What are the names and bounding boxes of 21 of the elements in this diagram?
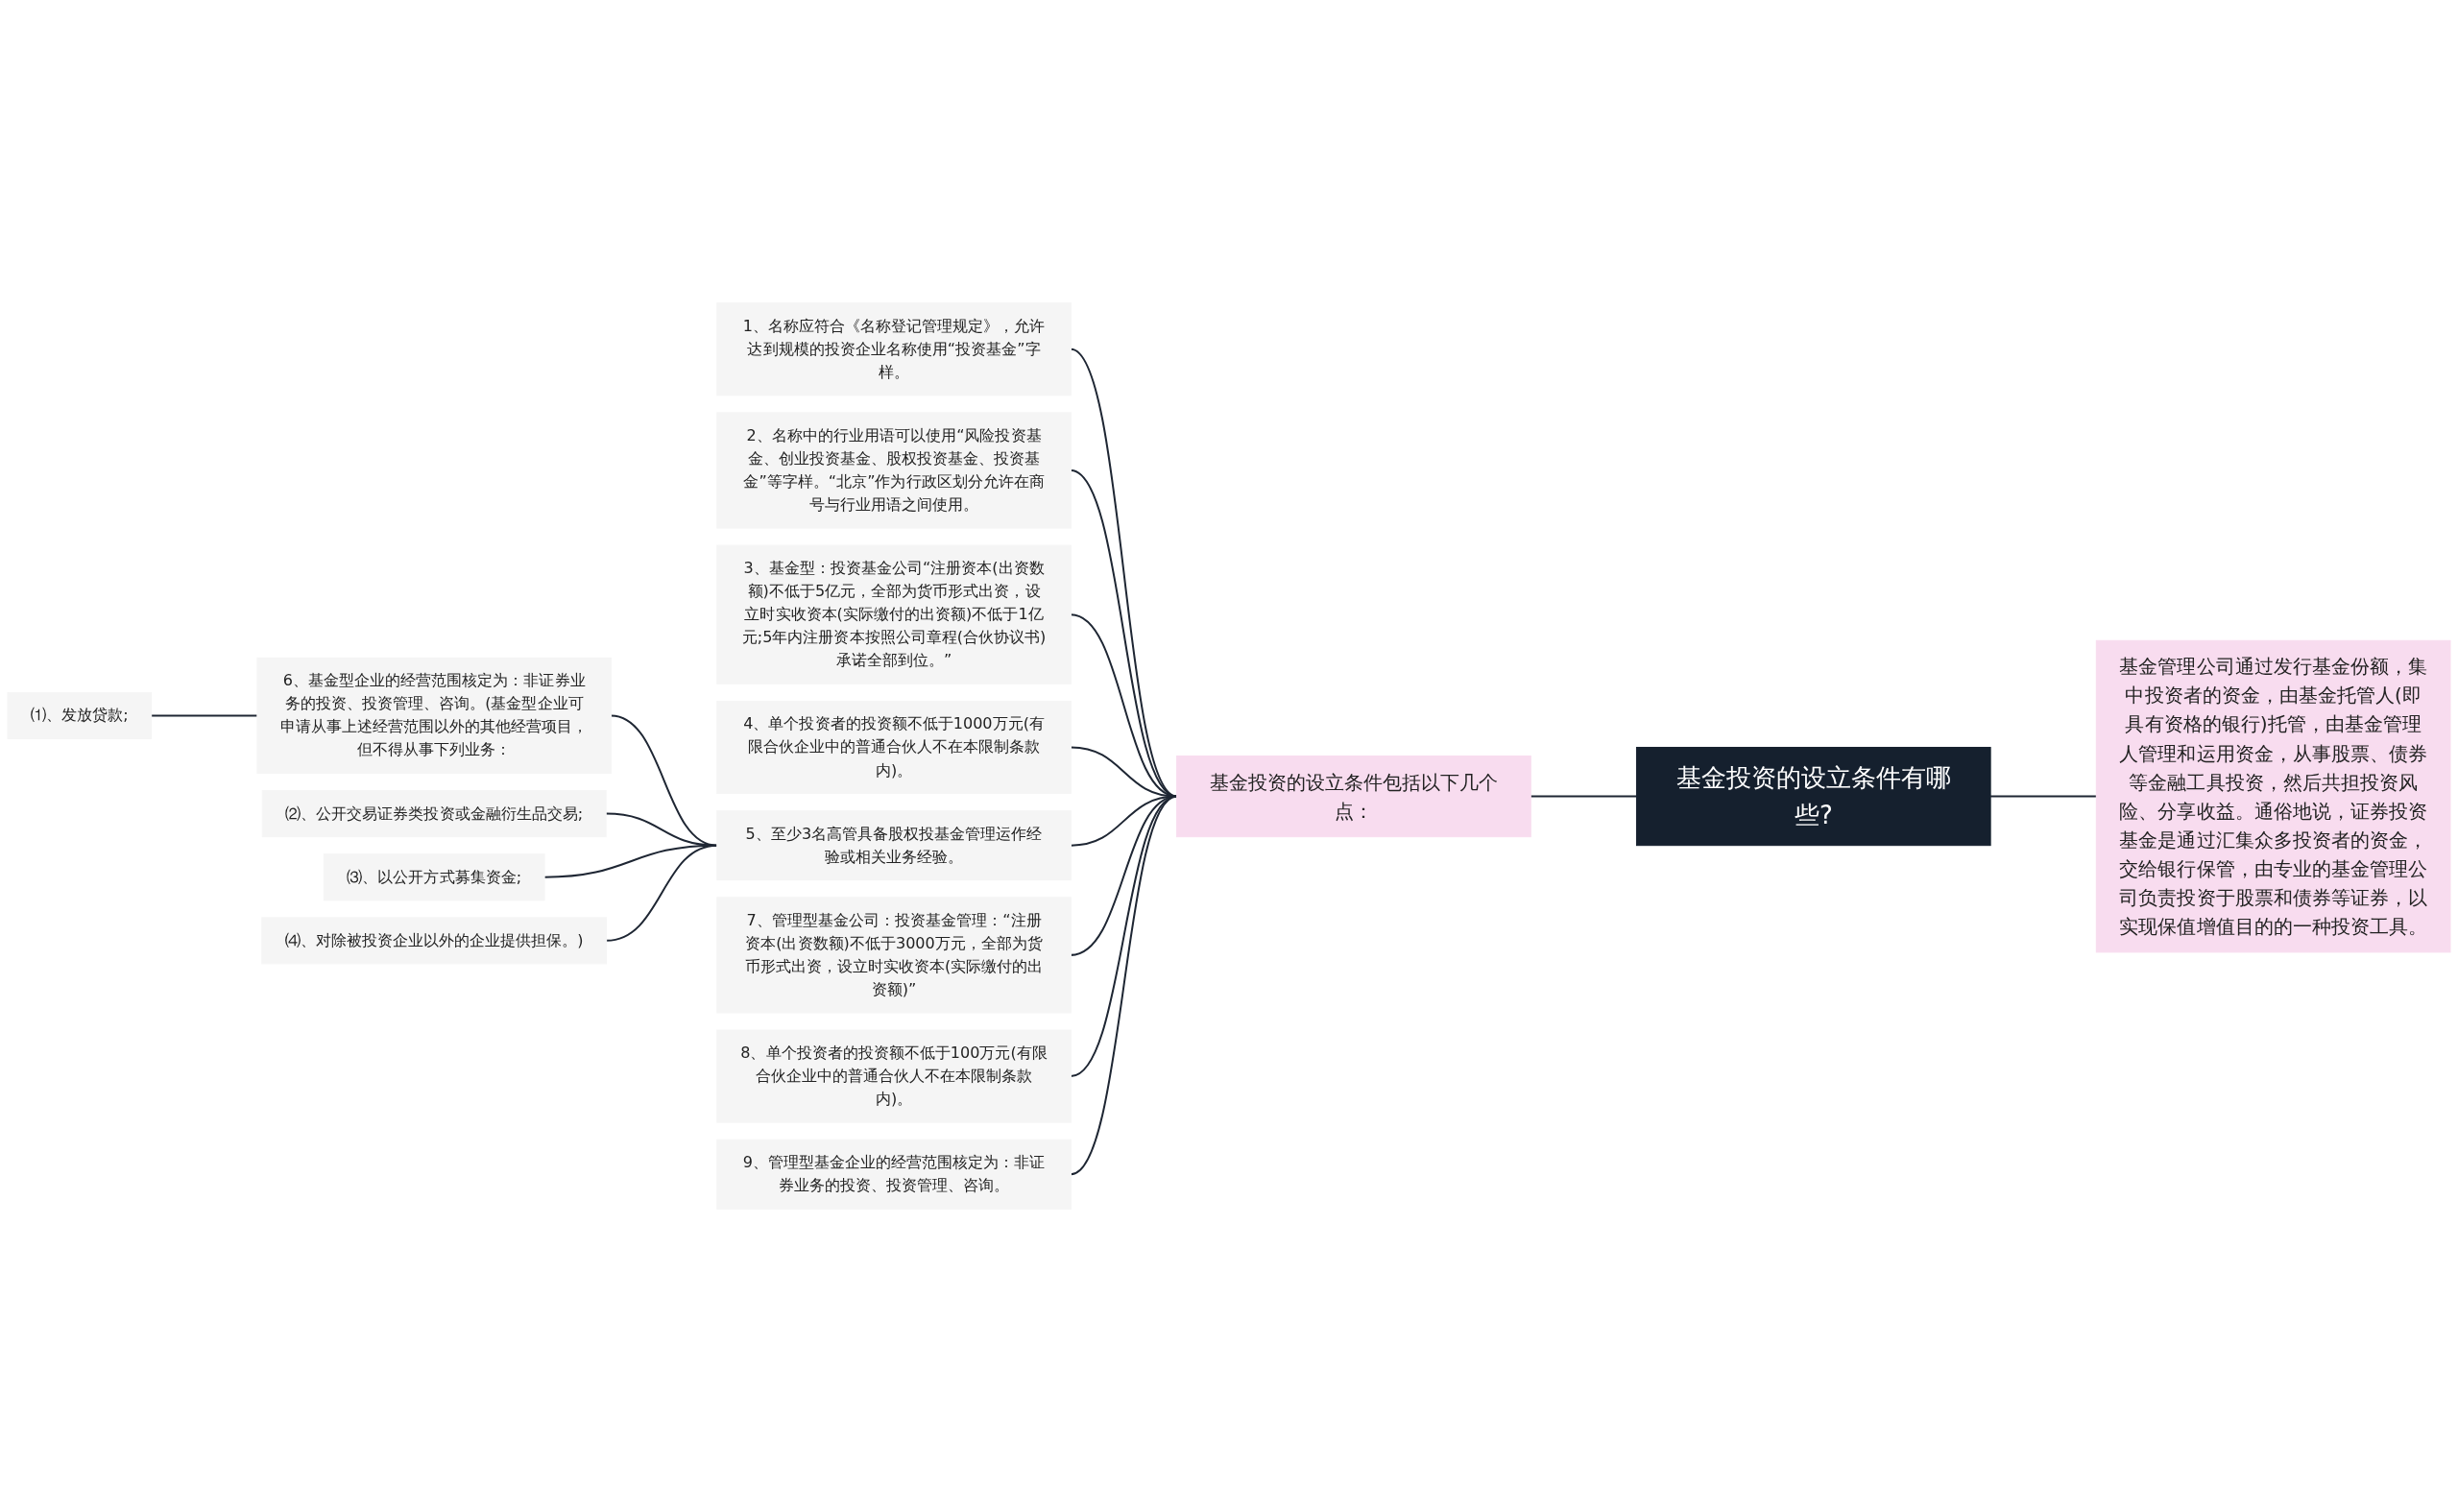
node-box: 基金管理公司通过发行基金份额，集中投资者的资金，由基金托管人(即具有资格的银行)托管，由基金管理人管理和运用资金，从事股票、债券等金融工具投资，然后共担投资风险、分享收益。通俗地说，证券投资基金是通过汇集众多投资者的资金，交给银行保管，由专业的基金管理公司负责投资于股票和债券等证券，以实现保值增值目的的一种投资工具。 bbox=[2095, 639, 2451, 953]
connector bbox=[1530, 795, 1638, 798]
node-box: 基金投资的设立条件包括以下几个点： bbox=[1176, 756, 1531, 838]
node-box: ⑴、发放贷款; bbox=[7, 691, 153, 739]
node-box: ⑵、公开交易证券类投资或金融衍生品交易; bbox=[261, 790, 607, 838]
node-box: 2、名称中的行业用语可以使用“风险投资基金、创业投资基金、股权投资基金、投资基金”等字样。“北京”作为行政区划分允许在商号与行业用语之间使用。 bbox=[716, 412, 1072, 529]
node-box: 6、基金型企业的经营范围核定为：非证券业务的投资、投资管理、咨询。(基金型企业可申请从事上述经营范围以外的其他经营项目，但不得从事下列业务： bbox=[256, 657, 613, 775]
node-box: 4、单个投资者的投资额不低于1000万元(有限合伙企业中的普通合伙人不在本限制条款内)。 bbox=[716, 700, 1072, 795]
node-box: 3、基金型：投资基金公司“注册资本(出资数额)不低于5亿元，全部为货币形式出资，设立时实收资本(实际缴付的出资额)不低于1亿元;5年内注册资本按照公司章程(合伙协议书)承诺全部到位。” bbox=[716, 544, 1072, 684]
connector bbox=[150, 714, 258, 717]
node-box: ⑶、以公开方式募集资金; bbox=[323, 853, 545, 901]
node-box: 9、管理型基金企业的经营范围核定为：非证券业务的投资、投资管理、咨询。 bbox=[716, 1139, 1072, 1210]
node-box: 基金投资的设立条件有哪些? bbox=[1635, 747, 1991, 847]
connector bbox=[605, 844, 718, 942]
node-box: 1、名称应符合《名称登记管理规定》，允许达到规模的投资企业名称使用“投资基金”字样。 bbox=[716, 302, 1072, 396]
connector bbox=[610, 714, 718, 847]
node-box: 7、管理型基金公司：投资基金管理：“注册资本(出资数额)不低于3000万元，全部为货币形式出资，设立时实收资本(实际缴付的出资额)” bbox=[716, 897, 1072, 1014]
node-box: 8、单个投资者的投资额不低于100万元(有限合伙企业中的普通合伙人不在本限制条款内)。 bbox=[716, 1029, 1072, 1123]
connector bbox=[1989, 795, 2098, 798]
node-box: ⑷、对除被投资企业以外的企业提供担保。) bbox=[261, 917, 608, 965]
node-box: 5、至少3名高管具备股权投基金管理运作经验或相关业务经验。 bbox=[716, 810, 1072, 881]
